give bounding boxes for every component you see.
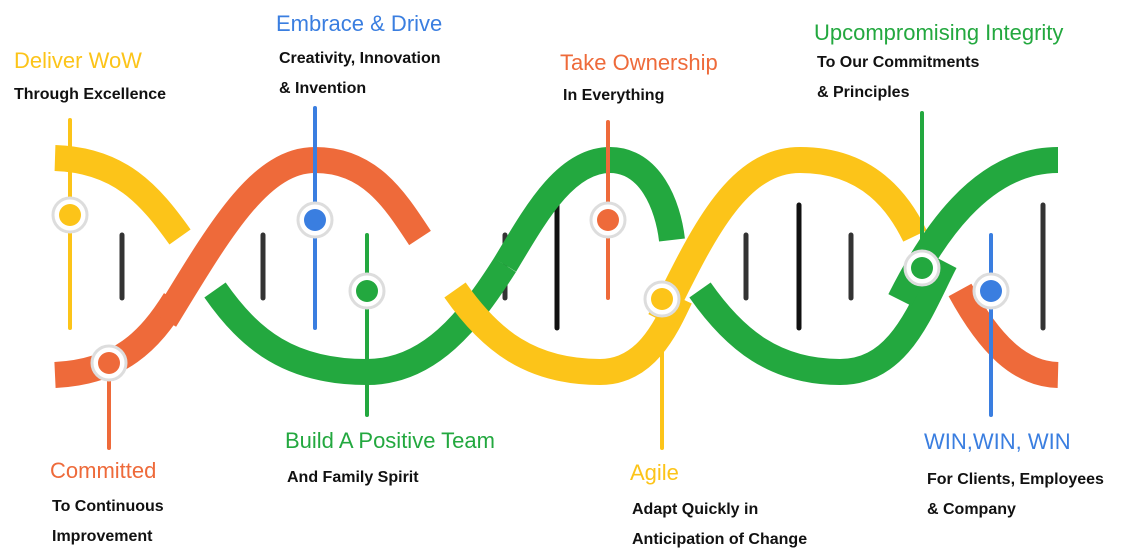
value-desc-line: And Family Spirit bbox=[287, 469, 419, 486]
value-title-build-team: Build A Positive Team bbox=[285, 428, 495, 453]
value-title-committed: Committed bbox=[50, 458, 157, 483]
value-title-integrity: Upcompromising Integrity bbox=[814, 20, 1064, 45]
value-desc-embrace-drive: Creativity, Innovation & Invention bbox=[279, 44, 441, 104]
value-desc-win: For Clients, Employees & Company bbox=[927, 465, 1104, 525]
value-desc-line: Improvement bbox=[52, 528, 153, 545]
value-desc-line: Through Excellence bbox=[14, 86, 167, 103]
node-take-ownership-core bbox=[597, 209, 619, 231]
value-desc-line: & Company bbox=[927, 501, 1016, 518]
strand-orange-right bbox=[948, 283, 1060, 388]
value-title-take-ownership: Take Ownership bbox=[560, 50, 718, 75]
value-desc-line: In Everything bbox=[563, 87, 665, 104]
strand-green-right-lower bbox=[689, 255, 957, 386]
value-desc-line: For Clients, Employees bbox=[927, 471, 1104, 488]
value-desc-line: Adapt Quickly in bbox=[632, 501, 759, 518]
node-embrace-drive-core bbox=[304, 209, 326, 231]
value-title-deliver-wow: Deliver WoW bbox=[14, 48, 142, 73]
node-dots bbox=[51, 196, 1010, 382]
strand-yellow-upper bbox=[648, 146, 927, 326]
value-title-agile: Agile bbox=[630, 460, 679, 485]
value-desc-line: Anticipation of Change bbox=[632, 531, 808, 548]
strand-green-upper bbox=[493, 146, 685, 272]
strand-yellow-top bbox=[54, 145, 191, 245]
pointer-lines bbox=[68, 106, 993, 450]
value-desc-agile: Adapt Quickly in Anticipation of Change bbox=[632, 495, 807, 555]
node-deliver-wow-core bbox=[59, 204, 81, 226]
node-committed-core bbox=[98, 352, 120, 374]
value-desc-line: & Invention bbox=[279, 80, 367, 97]
node-win-core bbox=[980, 280, 1002, 302]
value-desc-line: & Principles bbox=[817, 84, 910, 101]
node-build-team-core bbox=[356, 280, 378, 302]
value-desc-deliver-wow: Through Excellence bbox=[14, 80, 166, 110]
value-desc-build-team: And Family Spirit bbox=[287, 463, 419, 493]
strand-orange bbox=[153, 146, 431, 327]
value-desc-line: To Our Commitments bbox=[817, 54, 980, 71]
value-desc-take-ownership: In Everything bbox=[563, 81, 664, 111]
value-desc-line: To Continuous bbox=[52, 498, 164, 515]
value-title-win: WIN,WIN, WIN bbox=[924, 429, 1071, 454]
node-agile-core bbox=[651, 288, 673, 310]
value-desc-integrity: To Our Commitments & Principles bbox=[817, 48, 979, 108]
node-integrity-core bbox=[911, 257, 933, 279]
value-desc-committed: To Continuous Improvement bbox=[52, 492, 164, 552]
value-desc-line: Creativity, Innovation bbox=[279, 50, 441, 67]
value-title-embrace-drive: Embrace & Drive bbox=[276, 11, 443, 36]
